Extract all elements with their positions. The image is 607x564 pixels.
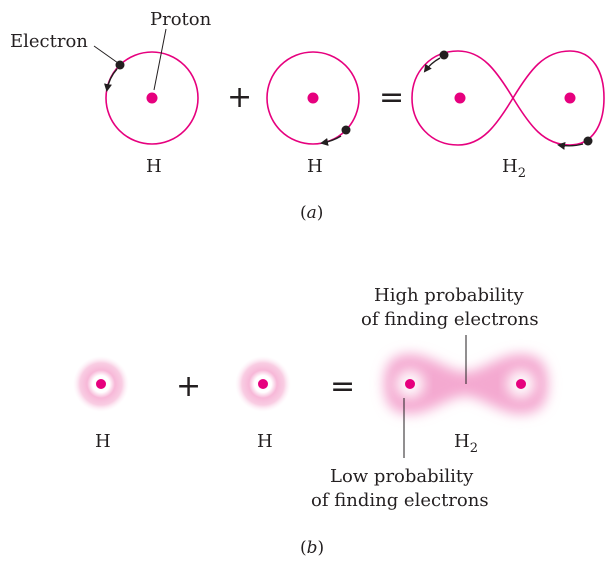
molecule-subscript: 2 xyxy=(470,441,478,456)
proton-dot-left xyxy=(405,379,415,389)
atom-1-label: H xyxy=(146,156,162,177)
electron-dot-right xyxy=(584,137,593,146)
electron-label: Electron xyxy=(10,31,88,52)
hydrogen-atom-1-electron-cloud: H xyxy=(73,356,129,452)
electron-dot xyxy=(342,126,351,135)
caption-a: (a) xyxy=(300,203,323,223)
hydrogen-molecule-orbit-model: H2 xyxy=(412,51,604,182)
electron-direction-arrow-left xyxy=(425,58,440,71)
proton-label: Proton xyxy=(150,9,212,30)
high-probability-label-line2: of finding electrons xyxy=(361,309,539,330)
atom-1-label: H xyxy=(95,431,111,452)
hydrogen-atom-1-orbit-model: Electron Proton H xyxy=(10,9,212,177)
part-a: Electron Proton H + H = H2 (a) xyxy=(10,9,604,223)
proton-dot-right xyxy=(516,379,526,389)
atom-2-label: H xyxy=(257,431,273,452)
hydrogen-atom-2-electron-cloud: H xyxy=(235,356,291,452)
proton-dot xyxy=(147,93,158,104)
equals-sign: = xyxy=(330,369,355,404)
plus-sign: + xyxy=(176,369,201,404)
proton-dot xyxy=(96,379,106,389)
proton-dot-left xyxy=(455,93,466,104)
proton-dot-right xyxy=(565,93,576,104)
low-probability-label-line2: of finding electrons xyxy=(311,490,489,511)
hydrogen-atom-2-orbit-model: H xyxy=(267,52,359,177)
molecule-subscript: 2 xyxy=(518,166,526,181)
molecule-label: H2 xyxy=(454,431,478,456)
proton-dot xyxy=(258,379,268,389)
atom-2-label: H xyxy=(307,156,323,177)
plus-sign: + xyxy=(227,80,252,115)
low-probability-label-line1: Low probability xyxy=(330,466,474,487)
caption-b: (b) xyxy=(300,538,324,558)
part-b: H + H = H2 High probability of finding e… xyxy=(73,285,548,558)
electron-leader-line xyxy=(94,46,118,63)
electron-dot-left xyxy=(440,51,449,60)
high-probability-label-line1: High probability xyxy=(374,285,525,306)
equals-sign: = xyxy=(379,80,404,115)
molecule-label: H2 xyxy=(502,156,526,181)
proton-dot xyxy=(308,93,319,104)
proton-leader-line xyxy=(154,29,166,90)
electron-direction-arrow xyxy=(107,69,117,90)
